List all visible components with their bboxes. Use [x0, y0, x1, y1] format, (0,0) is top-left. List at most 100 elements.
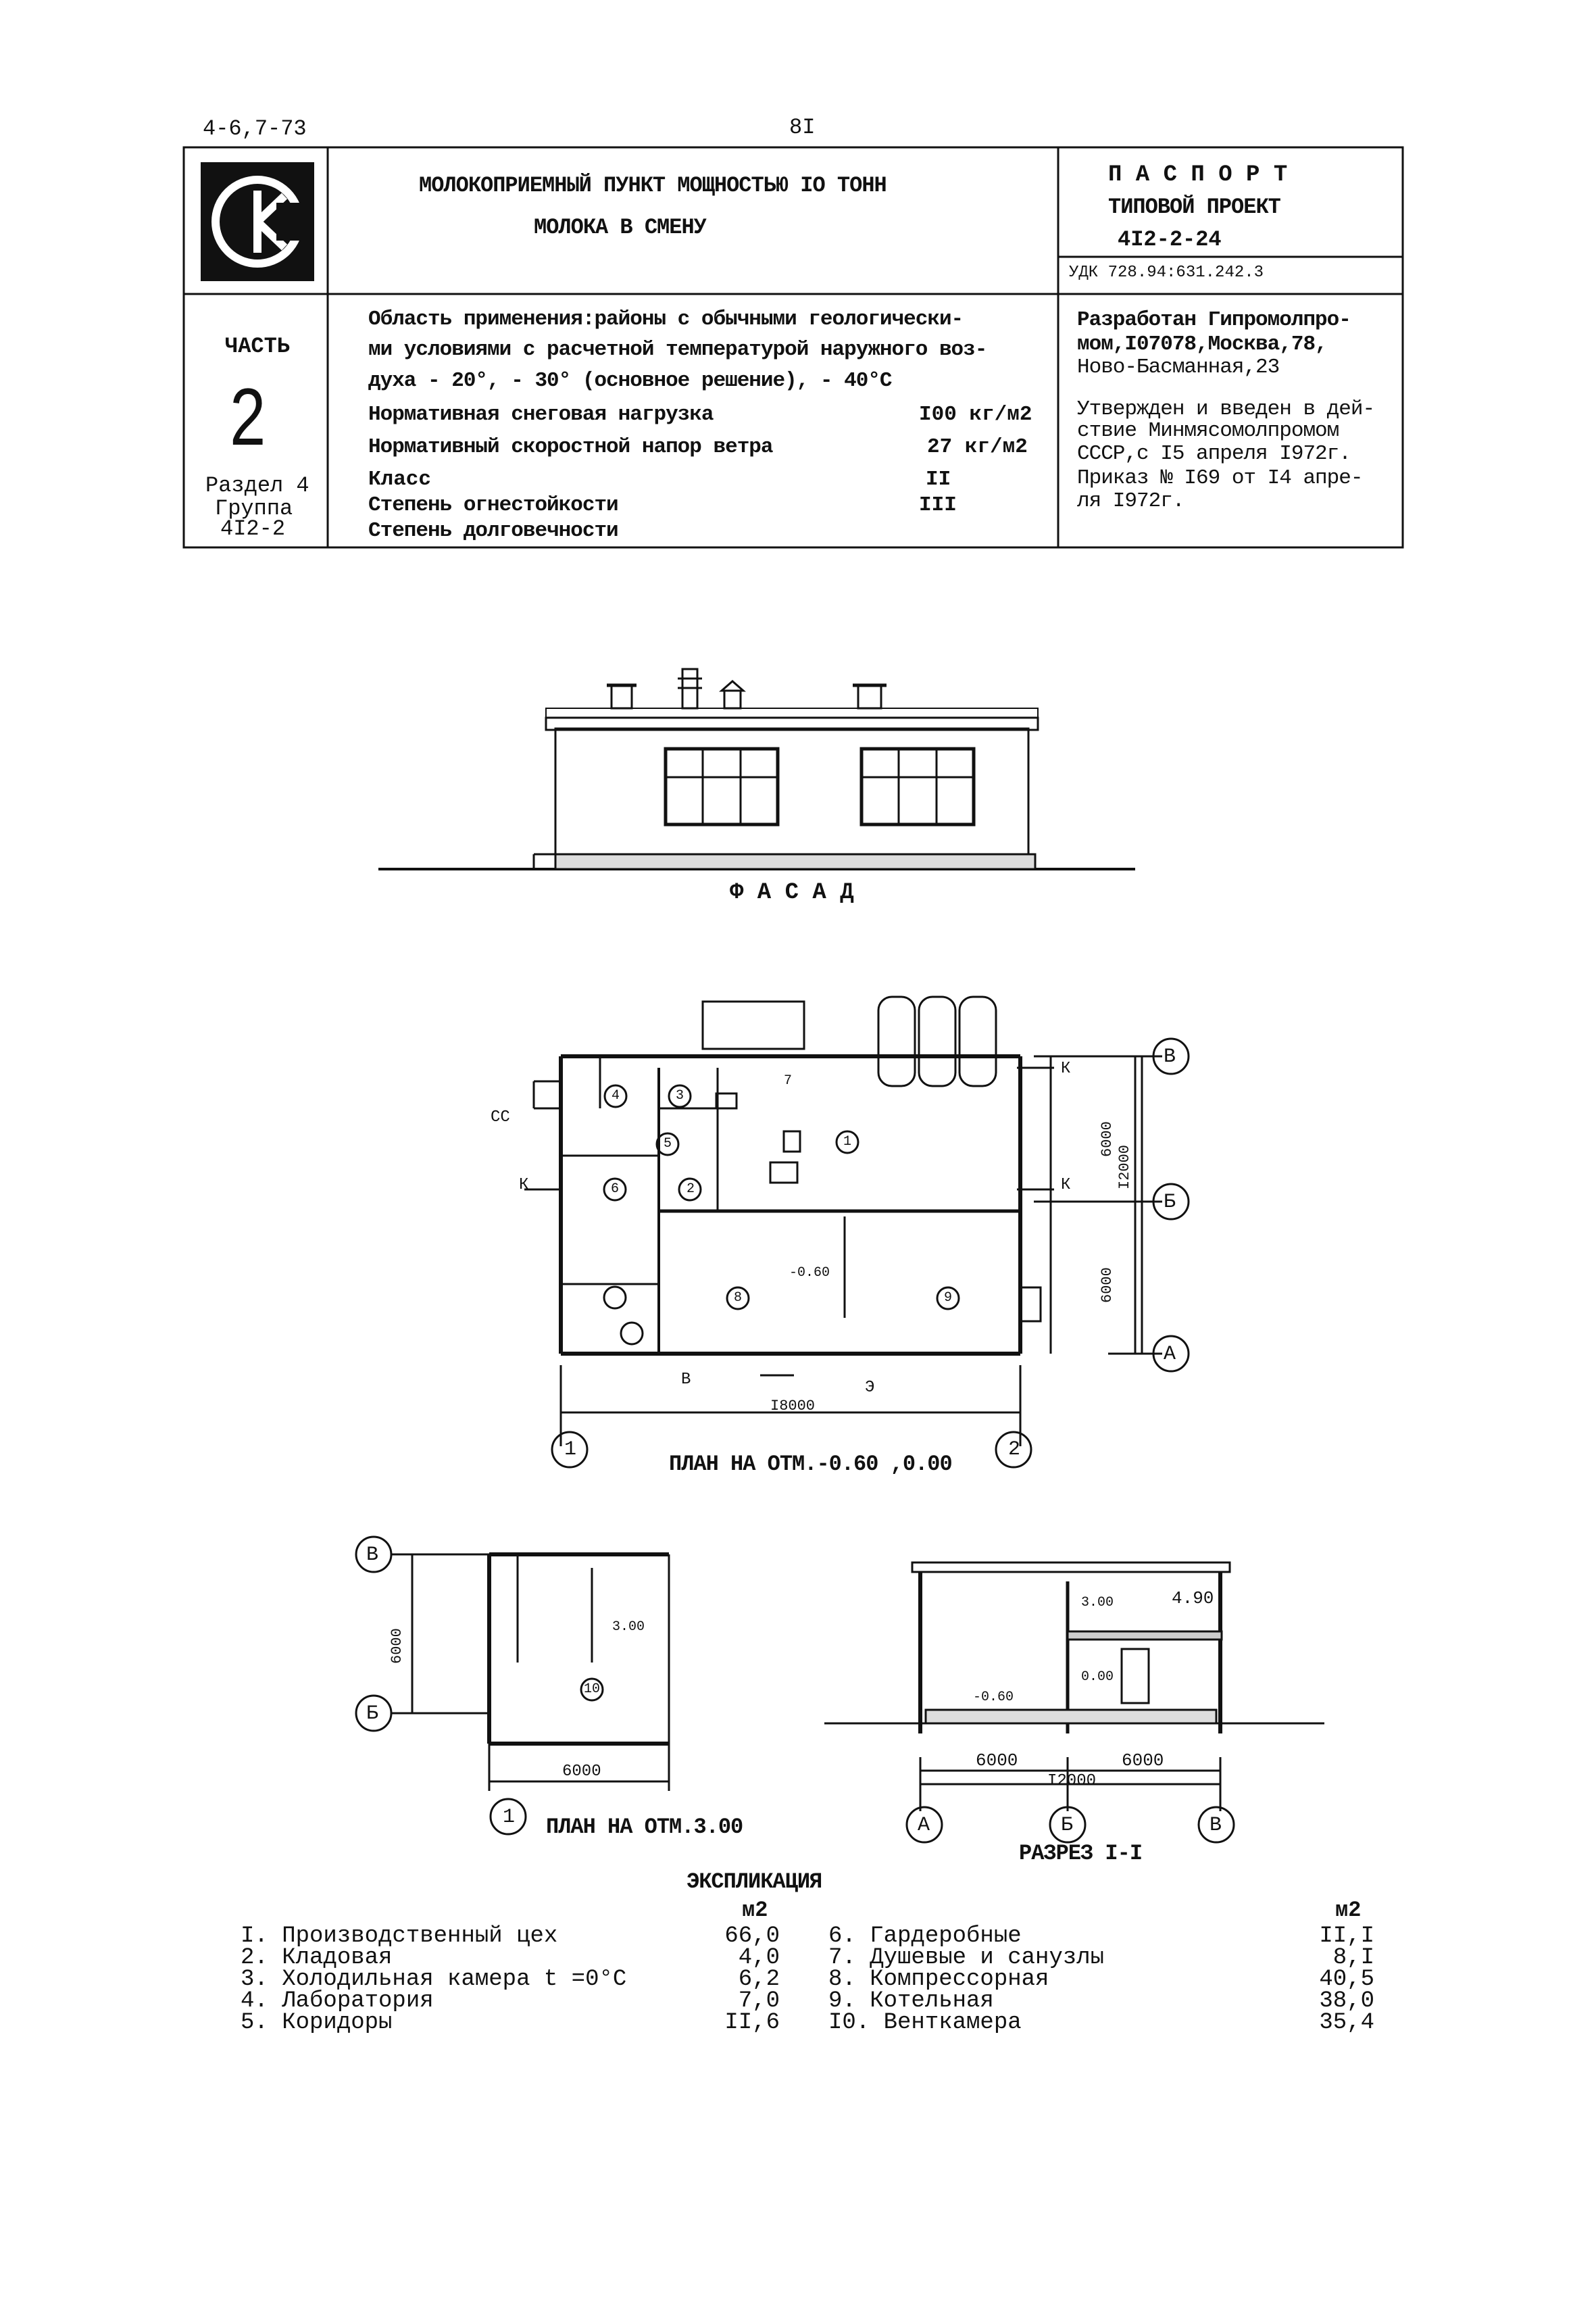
group-label: Группа [215, 496, 293, 521]
page-number: 8I [789, 115, 816, 140]
section-caption: РАЗРЕЗ I-I [1019, 1841, 1143, 1866]
explication-right-7-area: 8,I [1332, 1945, 1374, 1971]
application-line1: Область применения:районы с обычными гео… [368, 307, 964, 331]
approved-line4: Приказ № I69 от I4 апре- [1077, 466, 1363, 490]
plan-length-dimension: I8000 [770, 1398, 816, 1414]
approved-line3: СССР,с I5 апреля I972г. [1077, 442, 1351, 466]
wind-load-value: 27 кг/м2 [927, 435, 1028, 459]
upper-width-dimension: 6000 [562, 1763, 601, 1781]
explication-unit-left: м2 [742, 1898, 768, 1923]
room-9: 9 [944, 1290, 953, 1306]
axis-v-upper: В [366, 1544, 379, 1567]
explication-left-2: 2. Кладовая [241, 1945, 393, 1971]
fire-resistance-value: III [919, 493, 957, 517]
label-v-bottom: В [681, 1371, 691, 1389]
passport-heading: П А С П О Р Т [1108, 162, 1288, 188]
plan-mark-060: -0.60 [789, 1265, 830, 1281]
snow-load-value: I00 кг/м2 [919, 403, 1032, 426]
room-1: 1 [843, 1134, 852, 1150]
section-span: I2000 [1047, 1772, 1097, 1790]
explication-right-6-area: II,I [1319, 1923, 1374, 1949]
ck-logo-mark [211, 176, 303, 268]
section-mark-060: -0.60 [973, 1690, 1014, 1705]
axis-v-plan: В [1164, 1045, 1176, 1068]
label-k-right-mid: К [1061, 1176, 1071, 1194]
explication-left-4-area: 7,0 [738, 1988, 780, 2014]
explication-right-8-area: 40,5 [1319, 1967, 1374, 1992]
approved-line5: ля I972г. [1077, 489, 1184, 513]
approved-line2: ствие Минмясомолпромом [1077, 419, 1339, 443]
explication-right-9: 9. Котельная [828, 1988, 994, 2014]
wind-load-label: Нормативный скоростной напор ветра [368, 435, 774, 459]
section-bay-right: 6000 [1122, 1750, 1164, 1771]
project-number: 4I2-2-24 [1118, 227, 1222, 252]
explication-left-1: I. Производственный цех [241, 1923, 558, 1949]
developer-line3: Ново-Басманная,23 [1077, 355, 1280, 379]
class-value: II [926, 468, 951, 491]
axis-b-plan: Б [1164, 1191, 1176, 1214]
room-10: 10 [584, 1681, 601, 1697]
upper-mark-300: 3.00 [612, 1619, 645, 1635]
section-mark-300: 3.00 [1081, 1595, 1114, 1610]
section-label: Раздел 4 [205, 473, 309, 498]
explication-left-5: 5. Коридоры [241, 2010, 393, 2036]
axis-a-section: А [918, 1814, 930, 1837]
section-bay-left: 6000 [976, 1750, 1018, 1771]
explication-right-9-area: 38,0 [1319, 1988, 1374, 2014]
snow-load-label: Нормативная снеговая нагрузка [368, 403, 714, 426]
section-mark-490: 4.90 [1172, 1588, 1214, 1608]
label-cc: СС [491, 1108, 510, 1127]
fire-resistance-label: Степень огнестойкости [368, 493, 619, 517]
group-code: 4I2-2 [220, 516, 286, 541]
axis-a-plan: А [1164, 1343, 1176, 1366]
explication-left-3: 3. Холодильная камера t =0°C [241, 1967, 627, 1992]
axis-v-section: В [1210, 1814, 1222, 1837]
series-code: 4-6,7-73 [203, 116, 307, 141]
explication-right-10: I0. Венткамера [828, 2010, 1022, 2036]
room-2: 2 [687, 1181, 695, 1197]
label-k-right-top: К [1061, 1060, 1071, 1078]
plan-caption: ПЛАН НА ОТМ.-0.60 ,0.00 [669, 1452, 953, 1477]
class-label: Класс [368, 468, 432, 491]
ck-logo [201, 162, 314, 281]
axis-b-upper: Б [366, 1702, 379, 1725]
application-line3: духа - 20°, - 30° (основное решение), - … [368, 369, 893, 393]
room-4: 4 [612, 1088, 620, 1104]
room-5: 5 [664, 1136, 672, 1152]
room-7: 7 [784, 1073, 793, 1089]
explication-left-3-area: 6,2 [738, 1967, 780, 1992]
section-mark-000: 0.00 [1081, 1669, 1114, 1685]
project-title-line1: МОЛОКОПРИЕМНЫЙ ПУНКТ МОЩНОСТЬЮ IO ТОНН [419, 173, 887, 198]
explication-left-5-area: II,6 [724, 2010, 780, 2036]
developer-line1: Разработан Гипромолпро- [1077, 308, 1351, 332]
part-number: 2 [230, 372, 266, 462]
project-type: ТИПОВОЙ ПРОЕКТ [1108, 195, 1281, 220]
axis-1-upper: 1 [503, 1806, 516, 1829]
application-line2: ми условиями с расчетной температурой на… [368, 338, 987, 362]
room-8: 8 [734, 1290, 743, 1306]
facade-caption: Ф А С А Д [730, 880, 854, 906]
project-title-line2: МОЛОКА В СМЕНУ [534, 215, 707, 240]
label-e-bottom: Э [865, 1379, 875, 1397]
room-3: 3 [676, 1088, 684, 1104]
axis-1-plan: 1 [564, 1438, 577, 1461]
durability-label: Степень долговечности [368, 519, 619, 543]
label-k-left: К [519, 1176, 529, 1194]
explication-right-7: 7. Душевые и санузлы [828, 1945, 1105, 1971]
upper-plan-caption: ПЛАН НА ОТМ.3.00 [546, 1815, 743, 1840]
developer-line2: мом,I07078,Москва,78, [1077, 333, 1328, 356]
explication-left-2-area: 4,0 [738, 1945, 780, 1971]
axis-2-plan: 2 [1008, 1438, 1021, 1461]
udk-code: УДК 728.94:631.242.3 [1069, 264, 1264, 282]
explication-left-1-area: 66,0 [724, 1923, 780, 1949]
explication-right-6: 6. Гардеробные [828, 1923, 1022, 1949]
explication-left-4: 4. Лаборатория [241, 1988, 434, 2014]
explication-unit-right: м2 [1335, 1898, 1362, 1923]
room-6: 6 [611, 1181, 620, 1197]
explication-right-10-area: 35,4 [1319, 2010, 1374, 2036]
